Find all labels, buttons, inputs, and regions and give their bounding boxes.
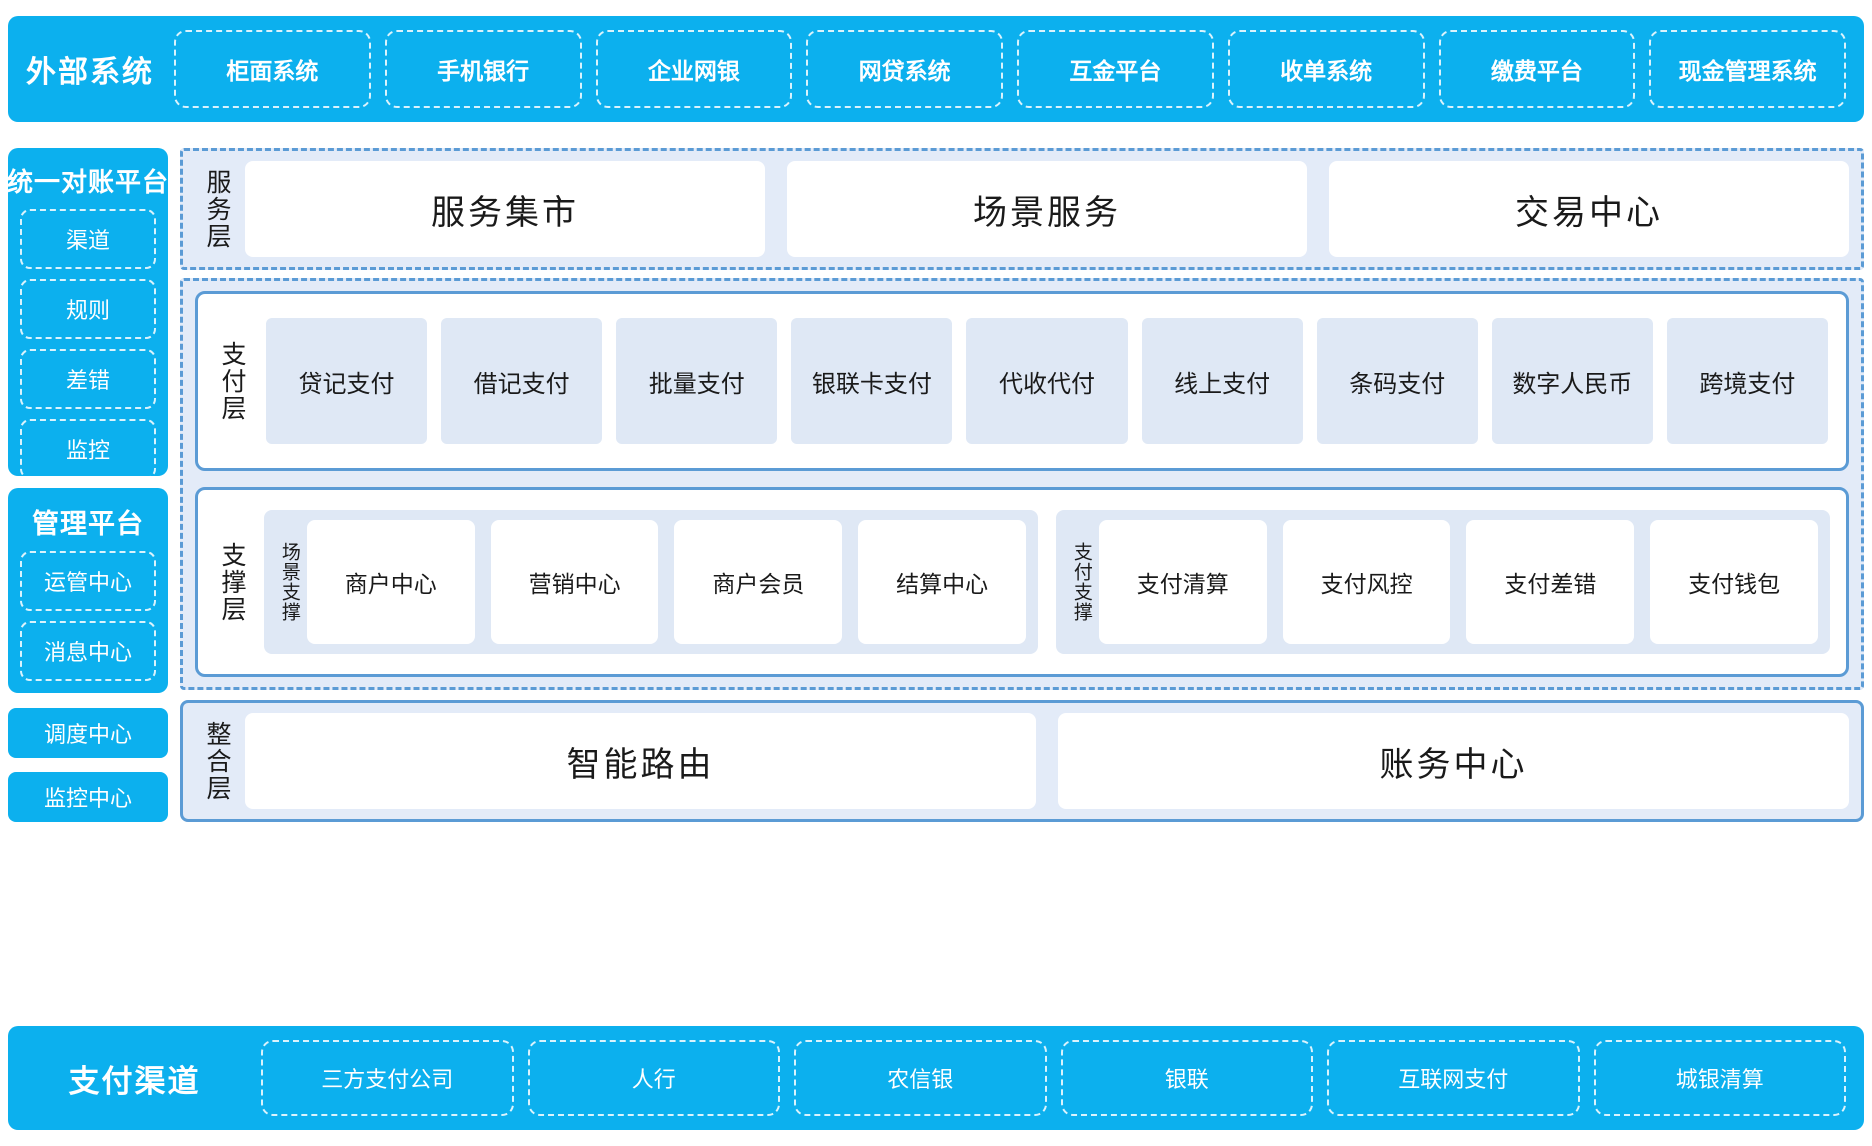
- payment-channel-chip[interactable]: 互联网支付: [1327, 1040, 1580, 1116]
- monitor-center-button[interactable]: 监控中心: [8, 772, 168, 822]
- payment-channel-chip[interactable]: 农信银: [794, 1040, 1047, 1116]
- recon-platform-item-error[interactable]: 差错: [20, 349, 156, 409]
- scene-support-cards: 商户中心 营销中心 商户会员 结算中心: [306, 520, 1027, 644]
- dispatch-center-button[interactable]: 调度中心: [8, 708, 168, 758]
- pay-support-label: 支付支撑: [1070, 542, 1092, 622]
- pay-support-panel: 支付支撑 支付清算 支付风控 支付差错 支付钱包: [1056, 510, 1830, 654]
- support-layer-groups: 场景支撑 商户中心 营销中心 商户会员 结算中心 支付支撑 支付清算 支付风控 …: [260, 498, 1834, 666]
- service-layer-cards: 服务集市 场景服务 交易中心: [245, 161, 1849, 257]
- payment-channel-chip[interactable]: 三方支付公司: [261, 1040, 514, 1116]
- recon-platform-title: 统一对账平台: [7, 167, 170, 197]
- scene-card-settlement-center[interactable]: 结算中心: [858, 520, 1027, 644]
- external-systems-bar: 外部系统 柜面系统 手机银行 企业网银 网贷系统 互金平台 收单系统 缴费平台 …: [8, 16, 1864, 122]
- payment-channels-title: 支付渠道: [68, 1063, 201, 1099]
- scene-support-label: 场景支撑: [278, 542, 300, 622]
- pay-card-wallet[interactable]: 支付钱包: [1650, 520, 1819, 644]
- recon-platform-item-monitor[interactable]: 监控: [20, 419, 156, 479]
- recon-platform-panel: 统一对账平台 渠道 规则 差错 监控: [7, 148, 170, 479]
- payment-tile-credit[interactable]: 贷记支付: [266, 318, 428, 444]
- external-system-chip[interactable]: 网贷系统: [806, 30, 1003, 108]
- payment-tile-online[interactable]: 线上支付: [1141, 318, 1303, 444]
- support-layer-box: 支撑层 场景支撑 商户中心 营销中心 商户会员 结算中心 支付支撑 支付清算: [195, 487, 1849, 677]
- payment-layer-box: 支付层 贷记支付 借记支付 批量支付 银联卡支付 代收代付 线上支付 条码支付 …: [195, 291, 1849, 471]
- mgmt-platform-title: 管理平台: [32, 509, 144, 539]
- payment-channel-chip[interactable]: 人行: [527, 1040, 780, 1116]
- recon-platform-item-channel[interactable]: 渠道: [20, 209, 156, 269]
- payment-tile-debit[interactable]: 借记支付: [441, 318, 603, 444]
- integration-card-accounting-center[interactable]: 账务中心: [1058, 713, 1849, 809]
- integration-layer-group: 整合层 智能路由 账务中心: [180, 700, 1864, 822]
- core-layer-group: 支付层 贷记支付 借记支付 批量支付 银联卡支付 代收代付 线上支付 条码支付 …: [180, 278, 1864, 690]
- external-system-chip[interactable]: 收单系统: [1227, 30, 1425, 108]
- pay-card-risk-control[interactable]: 支付风控: [1282, 520, 1451, 644]
- payment-channels-bar: 支付渠道 三方支付公司 人行 农信银 银联 互联网支付 城银清算: [8, 1026, 1864, 1130]
- payment-layer-label: 支付层: [218, 340, 246, 422]
- service-layer-label: 服务层: [203, 168, 231, 250]
- payment-channel-chip[interactable]: 城银清算: [1593, 1040, 1846, 1116]
- external-system-chip[interactable]: 柜面系统: [174, 30, 371, 108]
- external-system-chip[interactable]: 企业网银: [595, 30, 793, 108]
- external-system-chip[interactable]: 现金管理系统: [1649, 30, 1846, 108]
- mgmt-platform-item-ops[interactable]: 运管中心: [20, 551, 156, 611]
- integration-layer-cards: 智能路由 账务中心: [245, 713, 1849, 809]
- payment-channels-items: 三方支付公司 人行 农信银 银联 互联网支付 城银清算: [247, 1026, 1864, 1130]
- payment-tile-batch[interactable]: 批量支付: [616, 318, 778, 444]
- payment-tile-unionpay-card[interactable]: 银联卡支付: [791, 318, 953, 444]
- scene-card-merchant-member[interactable]: 商户会员: [674, 520, 843, 644]
- mgmt-platform-item-message[interactable]: 消息中心: [20, 621, 156, 681]
- scene-card-marketing-center[interactable]: 营销中心: [490, 520, 659, 644]
- external-systems-title: 外部系统: [26, 56, 154, 89]
- payment-tile-collection-payment[interactable]: 代收代付: [966, 318, 1128, 444]
- service-card-transaction[interactable]: 交易中心: [1329, 161, 1849, 257]
- external-systems-items: 柜面系统 手机银行 企业网银 网贷系统 互金平台 收单系统 缴费平台 现金管理系…: [160, 16, 1864, 122]
- scene-card-merchant-center[interactable]: 商户中心: [306, 520, 475, 644]
- external-system-chip[interactable]: 互金平台: [1017, 30, 1214, 108]
- pay-card-error-handling[interactable]: 支付差错: [1466, 520, 1635, 644]
- pay-card-clearing[interactable]: 支付清算: [1098, 520, 1267, 644]
- payment-tile-digital-rmb[interactable]: 数字人民币: [1491, 318, 1653, 444]
- payment-layer-tiles: 贷记支付 借记支付 批量支付 银联卡支付 代收代付 线上支付 条码支付 数字人民…: [260, 302, 1834, 460]
- pay-support-cards: 支付清算 支付风控 支付差错 支付钱包: [1098, 520, 1819, 644]
- external-system-chip[interactable]: 缴费平台: [1438, 30, 1636, 108]
- support-layer-label: 支撑层: [218, 541, 246, 623]
- mgmt-platform-panel: 管理平台 运管中心 消息中心: [8, 488, 168, 693]
- payment-tile-cross-border[interactable]: 跨境支付: [1666, 318, 1828, 444]
- scene-support-panel: 场景支撑 商户中心 营销中心 商户会员 结算中心: [264, 510, 1038, 654]
- external-system-chip[interactable]: 手机银行: [384, 30, 582, 108]
- payment-tile-barcode[interactable]: 条码支付: [1316, 318, 1478, 444]
- integration-card-smart-routing[interactable]: 智能路由: [245, 713, 1036, 809]
- integration-layer-label: 整合层: [203, 720, 231, 802]
- recon-platform-item-rule[interactable]: 规则: [20, 279, 156, 339]
- service-card-marketplace[interactable]: 服务集市: [245, 161, 765, 257]
- service-card-scenario[interactable]: 场景服务: [787, 161, 1307, 257]
- payment-channel-chip[interactable]: 银联: [1060, 1040, 1313, 1116]
- service-layer-group: 服务层 服务集市 场景服务 交易中心: [180, 148, 1864, 270]
